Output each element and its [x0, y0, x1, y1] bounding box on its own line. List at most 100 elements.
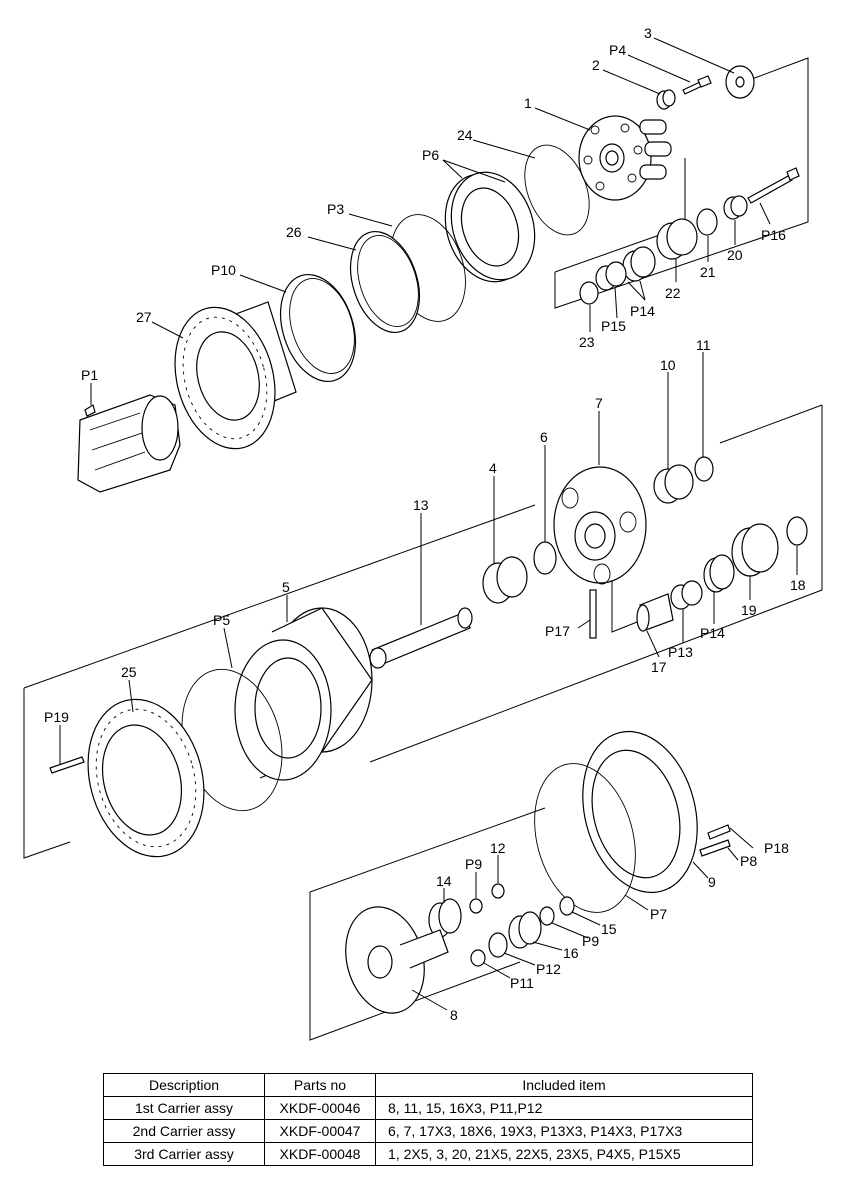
label-26: 26: [286, 224, 302, 240]
label-17: 17: [651, 659, 667, 675]
table-row: 3rd Carrier assy XKDF-00048 1, 2X5, 3, 2…: [103, 1142, 753, 1166]
table-row: 1st Carrier assy XKDF-00046 8, 11, 15, 1…: [103, 1096, 753, 1120]
leader-lines: [59, 37, 798, 1011]
cell-parts-no: XKDF-00046: [264, 1096, 376, 1120]
label-p11: P11: [510, 975, 534, 991]
part-p6-bearing: [444, 171, 536, 283]
label-p1: P1: [81, 367, 98, 383]
label-24: 24: [457, 127, 473, 143]
part-4-gear: [482, 556, 528, 604]
label-6: 6: [540, 429, 548, 445]
part-12-washer: [491, 883, 505, 899]
label-p10: P10: [211, 262, 236, 278]
label-p9-top: P9: [465, 856, 482, 872]
part-21-washer: [696, 208, 718, 236]
label-9: 9: [708, 874, 716, 890]
part-1-carrier: [578, 115, 672, 201]
cell-description: 3rd Carrier assy: [103, 1142, 265, 1166]
part-13-shaft: [369, 607, 473, 669]
label-23: 23: [579, 334, 595, 350]
part-p8-bolt: [699, 839, 731, 857]
part-p13-spacer: [670, 580, 703, 610]
group-outlines: [23, 57, 823, 1041]
label-p16: P16: [761, 227, 786, 243]
part-17-pin: [636, 593, 674, 632]
bottom-assembly: [345, 730, 731, 1014]
label-20: 20: [727, 247, 743, 263]
header-included-item: Included item: [375, 1073, 753, 1097]
label-p6: P6: [422, 147, 439, 163]
part-p9-ring-2: [539, 906, 555, 926]
part-p17-spring-pin: [589, 589, 597, 639]
cell-included-item: 6, 7, 17X3, 18X6, 19X3, P13X3, P14X3, P1…: [375, 1119, 753, 1143]
label-8-bottom: 8: [450, 1007, 458, 1023]
label-p3: P3: [327, 201, 344, 217]
part-p14-needle-bearing: [622, 246, 656, 282]
label-15: 15: [601, 921, 617, 937]
part-6-thrust-washer: [533, 541, 557, 575]
label-3: 3: [644, 25, 652, 41]
label-16: 16: [563, 945, 579, 961]
label-18: 18: [790, 577, 806, 593]
part-3-thrust-washer: [725, 65, 755, 99]
part-8-carrier: [345, 906, 449, 1014]
part-p18-bolt: [707, 824, 731, 840]
parts-table: Description Parts no Included item 1st C…: [103, 1073, 753, 1166]
part-p7-o-ring: [534, 763, 636, 913]
label-25: 25: [121, 664, 137, 680]
label-p9-bottom: P9: [582, 933, 599, 949]
part-p4-bolt: [682, 75, 712, 95]
part-7-carrier: [553, 466, 647, 585]
part-24-o-ring: [524, 144, 590, 236]
part-p16-bolt: [747, 167, 800, 204]
label-p14-top: P14: [630, 303, 655, 319]
cell-description: 1st Carrier assy: [103, 1096, 265, 1120]
part-p10-floating-seal: [280, 273, 356, 383]
label-p4: P4: [609, 42, 626, 58]
part-19-planetary-gear: [731, 523, 779, 577]
table-row: 2nd Carrier assy XKDF-00047 6, 7, 17X3, …: [103, 1119, 753, 1143]
label-14: 14: [436, 873, 452, 889]
part-23-washer: [579, 281, 599, 305]
label-22: 22: [665, 285, 681, 301]
cell-parts-no: XKDF-00048: [264, 1142, 376, 1166]
label-p15: P15: [601, 318, 626, 334]
part-9-ring-gear: [582, 730, 698, 894]
label-2: 2: [592, 57, 600, 73]
label-p8: P8: [740, 853, 757, 869]
part-22-planetary-gear: [656, 218, 698, 260]
part-20-bush: [723, 195, 748, 220]
part-5-ring-gear: [234, 607, 373, 781]
label-p19: P19: [44, 709, 69, 725]
label-p17: P17: [545, 623, 570, 639]
label-p13: P13: [668, 644, 693, 660]
part-p15-spacer: [595, 261, 627, 291]
part-16-planetary-gear: [508, 911, 542, 949]
exploded-parts-diagram: 3 P4 2 1 24 P6 P3 26 P10 27 P1 P16 20 21…: [23, 25, 823, 1041]
part-p1-motor: [77, 394, 181, 493]
label-11: 11: [696, 337, 711, 353]
label-27: 27: [136, 309, 152, 325]
part-10-sun-gear: [653, 464, 694, 504]
cell-description: 2nd Carrier assy: [103, 1119, 265, 1143]
part-25-flange: [87, 698, 205, 858]
label-p12: P12: [536, 961, 561, 977]
part-p14-bearing-2: [703, 554, 735, 593]
part-14-sun-gear: [428, 898, 462, 938]
label-4: 4: [489, 460, 497, 476]
table-header-row: Description Parts no Included item: [103, 1073, 753, 1097]
label-21: 21: [700, 264, 716, 280]
label-13: 13: [413, 497, 429, 513]
label-p7: P7: [650, 906, 667, 922]
cell-parts-no: XKDF-00047: [264, 1119, 376, 1143]
part-15-washer: [559, 896, 575, 916]
top-assembly: [77, 65, 800, 493]
part-p11-spacer: [470, 949, 486, 967]
header-parts-no: Parts no: [264, 1073, 376, 1097]
label-7: 7: [595, 395, 603, 411]
label-p5: P5: [213, 612, 230, 628]
cell-included-item: 8, 11, 15, 16X3, P11,P12: [375, 1096, 753, 1120]
part-p9-ring: [469, 898, 483, 914]
cell-included-item: 1, 2X5, 3, 20, 21X5, 22X5, 23X5, P4X5, P…: [375, 1142, 753, 1166]
part-labels: 3 P4 2 1 24 P6 P3 26 P10 27 P1 P16 20 21…: [44, 25, 806, 1023]
